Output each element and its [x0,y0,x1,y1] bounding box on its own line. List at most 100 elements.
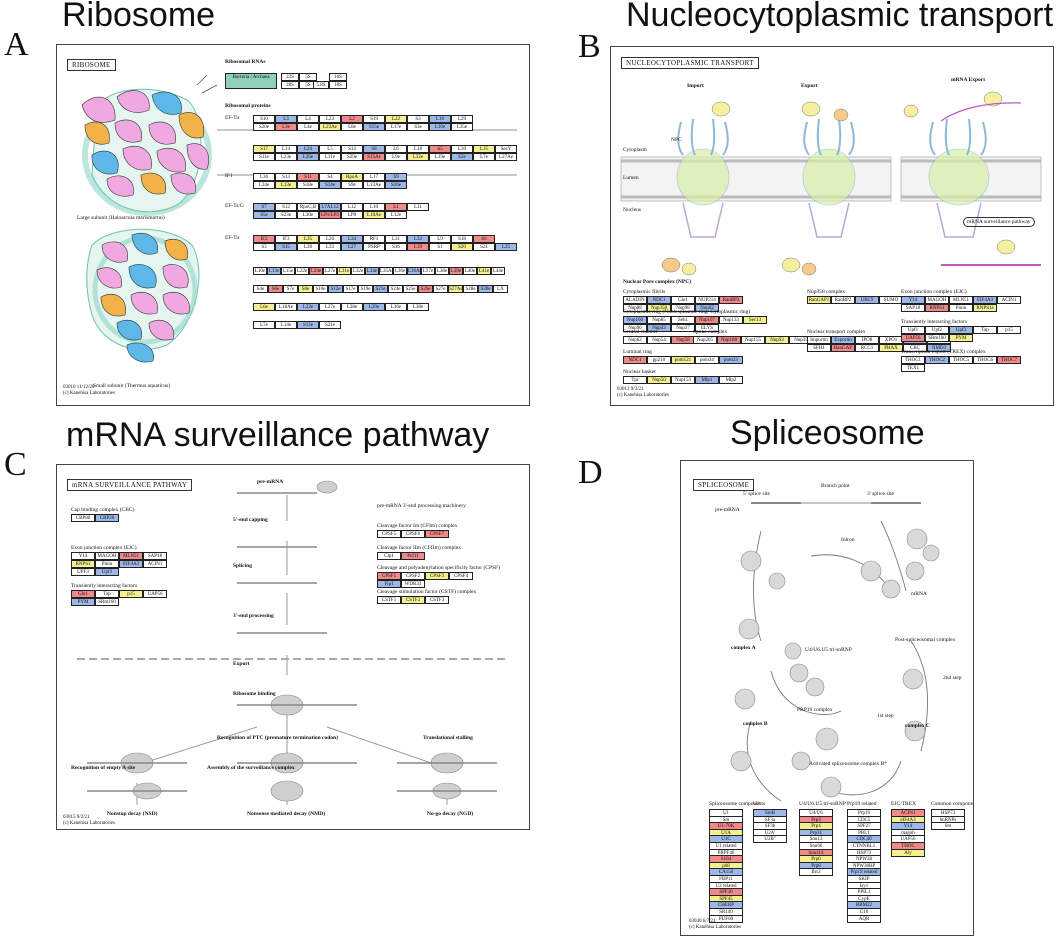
post-spliceosomal-label: Post-spliceosomal complex [895,637,956,643]
rrna-gene: 16S [329,73,347,81]
export-header: Export [801,83,818,89]
gene-box: L34e [365,267,379,275]
gene-box: S19 [363,115,385,123]
footer-copyright: (c) Kanehisa Laboratories [689,925,741,930]
gene-box: L4e [297,123,319,131]
gene-box: NDC1 [623,356,647,364]
gene-box: L27e [323,267,337,275]
surveillance-box-title: mRNA SURVEILLANCE PATHWAY [67,479,193,491]
group-title: EF-Tu [225,235,240,241]
group-title: Cleavage and polyadenylation specificity… [377,565,500,571]
gene-box: L11e [319,153,341,161]
gene-box: PYM [949,334,973,342]
gene-box: Nup358 [647,304,671,312]
group-title: Cytoplasmic ring (Nucleoplasmic ring/ Cy… [623,309,751,315]
gene-box: Nup160 [623,316,647,324]
gene-box: Y14 [901,296,925,304]
gene-box: L5 [319,145,341,153]
gene-box: Tpr [623,376,647,384]
group-title: Prp19 related [847,801,877,807]
small-subunit-caption: Small subunit (Thermus aquaticus) [93,383,171,389]
import-header: Import [687,83,704,89]
gene-box: CPSF7 [425,530,449,538]
ribosome-shapes [120,480,464,802]
group-title: Assembly of the surveillance complex [207,765,295,771]
gene-box: ACIN1 [143,560,167,568]
gene-box: L29e [363,303,385,311]
gene-box: LX [493,285,508,293]
group-title: Spoke complex [693,329,728,335]
gene-box: L1 [385,203,407,211]
mrna-surveillance-panel: mRNA SURVEILLANCE PATHWAY [56,464,530,830]
footer-id: 03013 9/3/21 [617,387,644,392]
gene-box: L34 [341,235,363,243]
spliceosome-panel: SPLICEOSOME [680,460,974,936]
gene-box: L27Ae [495,153,517,161]
gene-box: S8 [363,145,385,153]
gene-box: THOC6 [973,356,997,364]
gene-box: NUP214 [695,296,719,304]
group-title: Cleavage factor IIm (CFIIm) complex [377,545,461,551]
gene-box: S28e [463,285,478,293]
gene-box: S29e [341,153,363,161]
gene-box: L36e [385,303,407,311]
gene-box: WDR33 [401,580,425,588]
gene-box: L41e [477,267,491,275]
gene-box: L17 [363,173,385,181]
gene-box: L7AL12 [319,203,341,211]
complex-b-label: complex B [743,721,768,727]
group-title: EF-Tu [225,115,240,121]
group-title: Transcription export (TREX) complex [901,349,986,355]
intron-label: Intron [841,537,855,543]
rrna-header: Ribosomal RNAs [225,59,266,65]
gene-box: CSTF1 [377,596,401,604]
gene-box: L39e [449,267,463,275]
gene-box: PHAX [879,344,903,352]
gene-box: S20e [253,123,275,131]
gene-box: L31 [385,235,407,243]
gene-box: S24e [388,285,403,293]
gene-box: RCC1 [855,344,879,352]
gene-box: L24e [309,267,323,275]
gene-box: S16 [385,243,407,251]
gene-box: Nup88 [623,304,647,312]
gene-box: L19e [429,153,451,161]
gene-box: SFH1 [807,344,831,352]
gene-box: L22 [385,115,407,123]
gene-box: pom121 [671,356,695,364]
rrna-gene: 5S [299,73,317,81]
pre-mrna-label: pre-mRNA [715,507,740,513]
gene-box: S7 [253,203,275,211]
gene-box: L36 [253,173,275,181]
gene-box: L23e [275,153,297,161]
gene-box: Importin [807,336,831,344]
five-splice-site: 5' splice site [743,491,770,497]
gene-box: RpoA [341,173,363,181]
gene-box: S20 [451,243,473,251]
gene-box: Fip1 [377,580,401,588]
gene-box: Upf3 [95,568,119,576]
gene-box: L13e [267,267,281,275]
gene-box: pom33 [719,356,743,364]
gene-box: L23 [319,115,341,123]
group-title: Exon junction complex (EJC) [901,289,967,295]
panel-letter-b: B [578,28,601,65]
gene-box: L27 [341,243,363,251]
ribosome-footer: 03010 11/12/20 (c) Kanehisa Laboratories [63,385,115,397]
gene-box: L35e [451,123,473,131]
rrna-gene: 18S [329,81,347,89]
gene-box: L14e [275,321,297,329]
footer-copyright: (c) Kanehisa Laboratories [63,391,115,396]
surveillance-footer: 03015 9/2/21 (c) Kanehisa Laboratories [63,815,115,827]
gene-box: L3e [275,123,297,131]
gene-box: L2 [341,115,363,123]
group-title: Nuclear basket [623,369,656,375]
nucleus-label: Nucleus [623,207,642,213]
gene-box: L10Ae [363,211,385,219]
footer-id: 03015 9/2/21 [63,815,90,820]
gene-box: S3e [407,123,429,131]
gene-box: L23Ae [319,123,341,131]
gene-box: gp210 [647,356,671,364]
group-title: Recognition of PTC (premature terminatio… [217,735,338,741]
second-step-label: 2nd step [943,675,962,681]
